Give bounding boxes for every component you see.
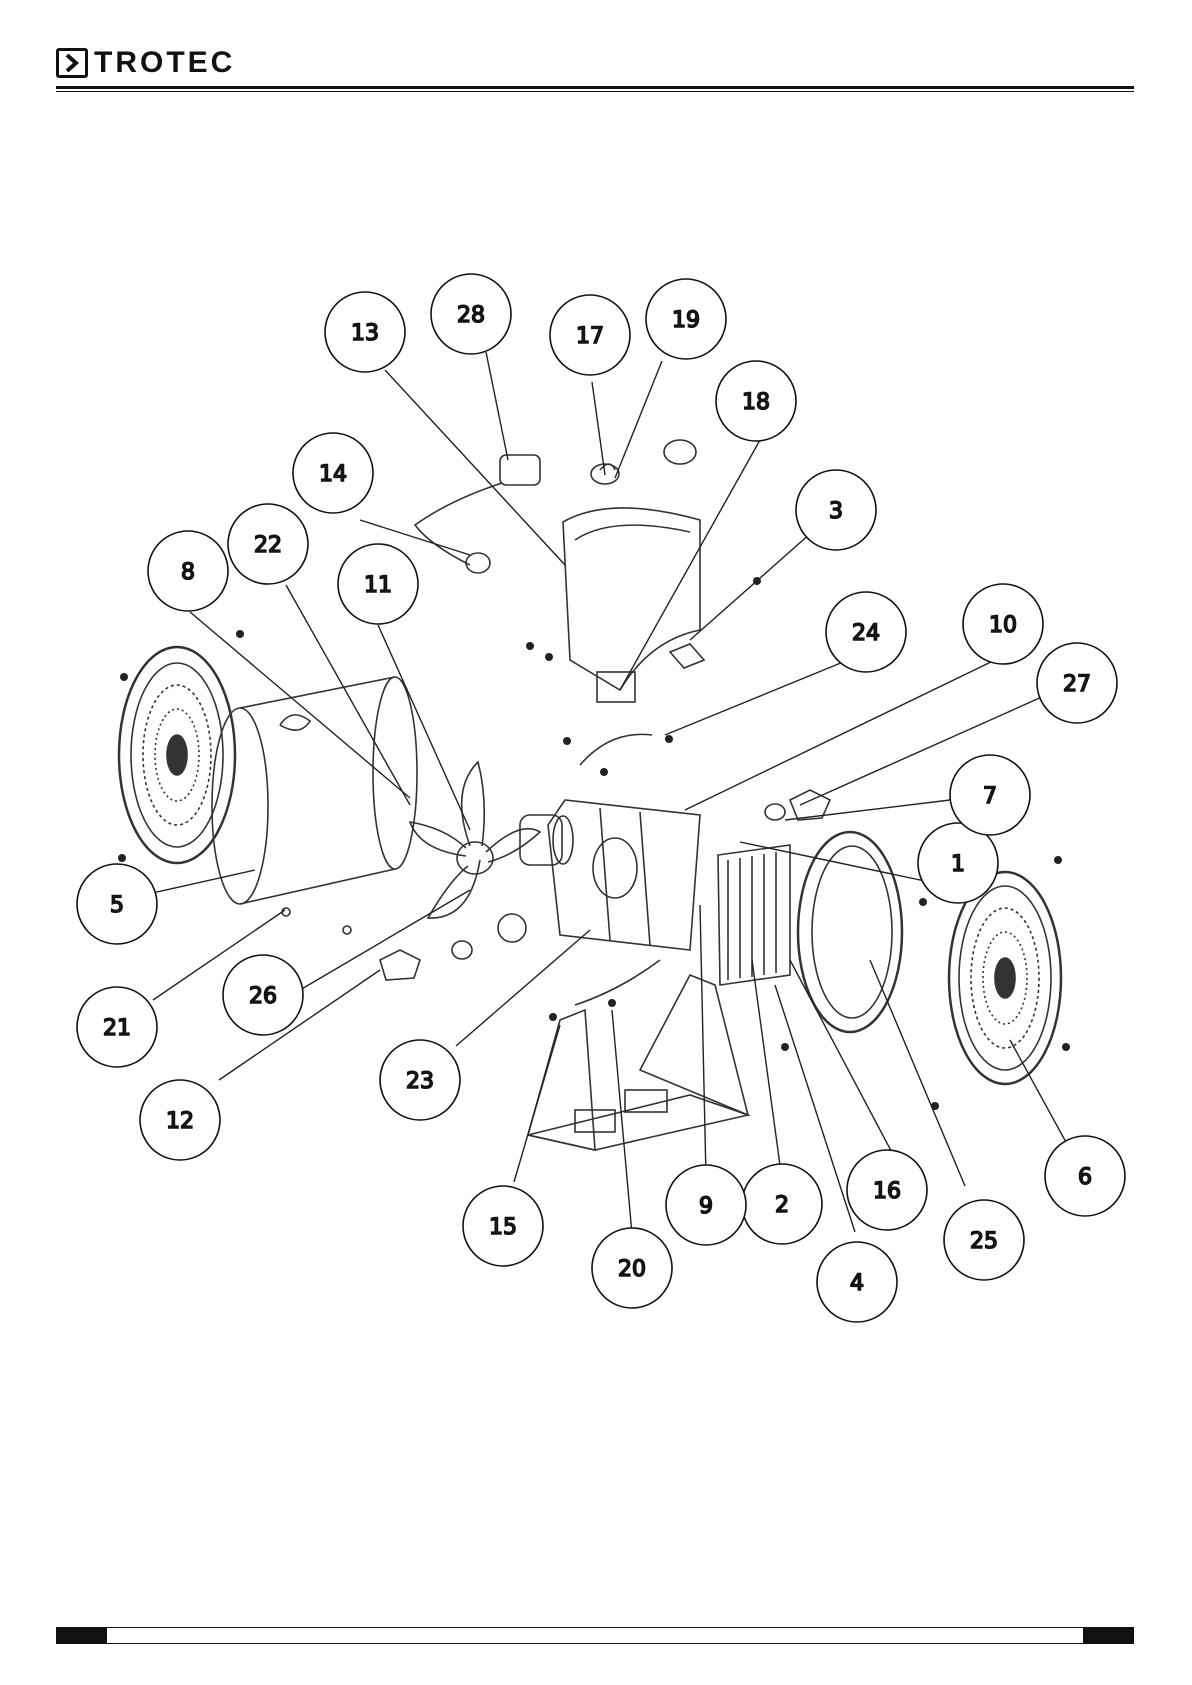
chevron-right-icon <box>56 48 88 78</box>
callout-23: 23 <box>380 1040 460 1120</box>
callout-8: 8 <box>148 531 228 611</box>
callout-6: 6 <box>1045 1136 1125 1216</box>
callout-10: 10 <box>963 584 1043 664</box>
exploded-parts-diagram: 1 2 3 4 5 6 7 8 9 10 11 12 13 14 15 16 1… <box>0 240 1192 1330</box>
callout-label: 22 <box>254 533 282 558</box>
callout-label: 20 <box>618 1257 646 1282</box>
callout-28: 28 <box>431 274 511 354</box>
callout-18: 18 <box>716 361 796 441</box>
callout-label: 14 <box>319 462 347 487</box>
handle-bar-lower <box>575 960 660 1005</box>
callout-label: 17 <box>576 324 604 349</box>
callout-20: 20 <box>592 1228 672 1308</box>
page-footer-bar <box>56 1627 1134 1644</box>
main-housing <box>548 800 700 950</box>
small-parts <box>282 908 526 980</box>
callout-label: 3 <box>829 499 843 524</box>
callouts: 1 2 3 4 5 6 7 8 9 10 11 12 13 14 15 16 1… <box>77 274 1125 1322</box>
power-cord <box>415 455 540 573</box>
callout-label: 9 <box>699 1194 713 1219</box>
callout-9: 9 <box>666 1165 746 1245</box>
callout-label: 18 <box>742 390 770 415</box>
heating-element <box>718 845 790 985</box>
top-handle <box>563 508 704 702</box>
callout-5: 5 <box>77 864 157 944</box>
callout-label: 13 <box>351 321 379 346</box>
callout-label: 5 <box>110 893 124 918</box>
callout-3: 3 <box>796 470 876 550</box>
rear-grille-right <box>949 872 1061 1084</box>
callout-13: 13 <box>325 292 405 372</box>
callout-label: 27 <box>1063 672 1091 697</box>
callout-label: 2 <box>775 1193 789 1218</box>
callout-15: 15 <box>463 1186 543 1266</box>
callout-label: 19 <box>672 308 700 333</box>
brand-name: TROTEC <box>94 48 235 78</box>
callout-label: 7 <box>983 784 997 809</box>
header-rule <box>56 86 1134 89</box>
callout-22: 22 <box>228 504 308 584</box>
callout-4: 4 <box>817 1242 897 1322</box>
callout-16: 16 <box>847 1150 927 1230</box>
callout-label: 1 <box>951 852 965 877</box>
footer-right-block <box>1083 1628 1133 1643</box>
callout-14: 14 <box>293 433 373 513</box>
callout-label: 23 <box>406 1069 434 1094</box>
callout-label: 4 <box>850 1271 864 1296</box>
callout-7: 7 <box>950 755 1030 835</box>
callout-label: 11 <box>364 573 392 598</box>
callout-2: 2 <box>742 1164 822 1244</box>
footer-left-block <box>57 1628 107 1643</box>
callout-label: 28 <box>457 303 485 328</box>
callout-25: 25 <box>944 1200 1024 1280</box>
rear-ring <box>798 832 902 1032</box>
callout-label: 15 <box>489 1215 517 1240</box>
callout-24: 24 <box>826 592 906 672</box>
callout-12: 12 <box>140 1080 220 1160</box>
callout-label: 21 <box>103 1016 131 1041</box>
callout-label: 6 <box>1078 1165 1092 1190</box>
callout-17: 17 <box>550 295 630 375</box>
callout-label: 24 <box>852 621 880 646</box>
callout-label: 8 <box>181 560 195 585</box>
callout-label: 10 <box>989 613 1017 638</box>
leader-lines <box>148 352 1084 1234</box>
callout-11: 11 <box>338 544 418 624</box>
callout-label: 25 <box>970 1229 998 1254</box>
callout-21: 21 <box>77 987 157 1067</box>
handle-bar-upper <box>580 734 652 765</box>
front-grille-left <box>119 647 235 863</box>
callout-26: 26 <box>223 955 303 1035</box>
stand-frame <box>528 975 748 1150</box>
callout-19: 19 <box>646 279 726 359</box>
callout-label: 16 <box>873 1179 901 1204</box>
callout-label: 26 <box>249 984 277 1009</box>
callout-label: 12 <box>166 1109 194 1134</box>
top-knobs <box>591 440 696 484</box>
header-rule-thin <box>56 91 1134 92</box>
motor <box>520 815 573 865</box>
trotec-logo: TROTEC <box>56 48 235 78</box>
drum-housing <box>212 677 417 904</box>
callout-27: 27 <box>1037 643 1117 723</box>
